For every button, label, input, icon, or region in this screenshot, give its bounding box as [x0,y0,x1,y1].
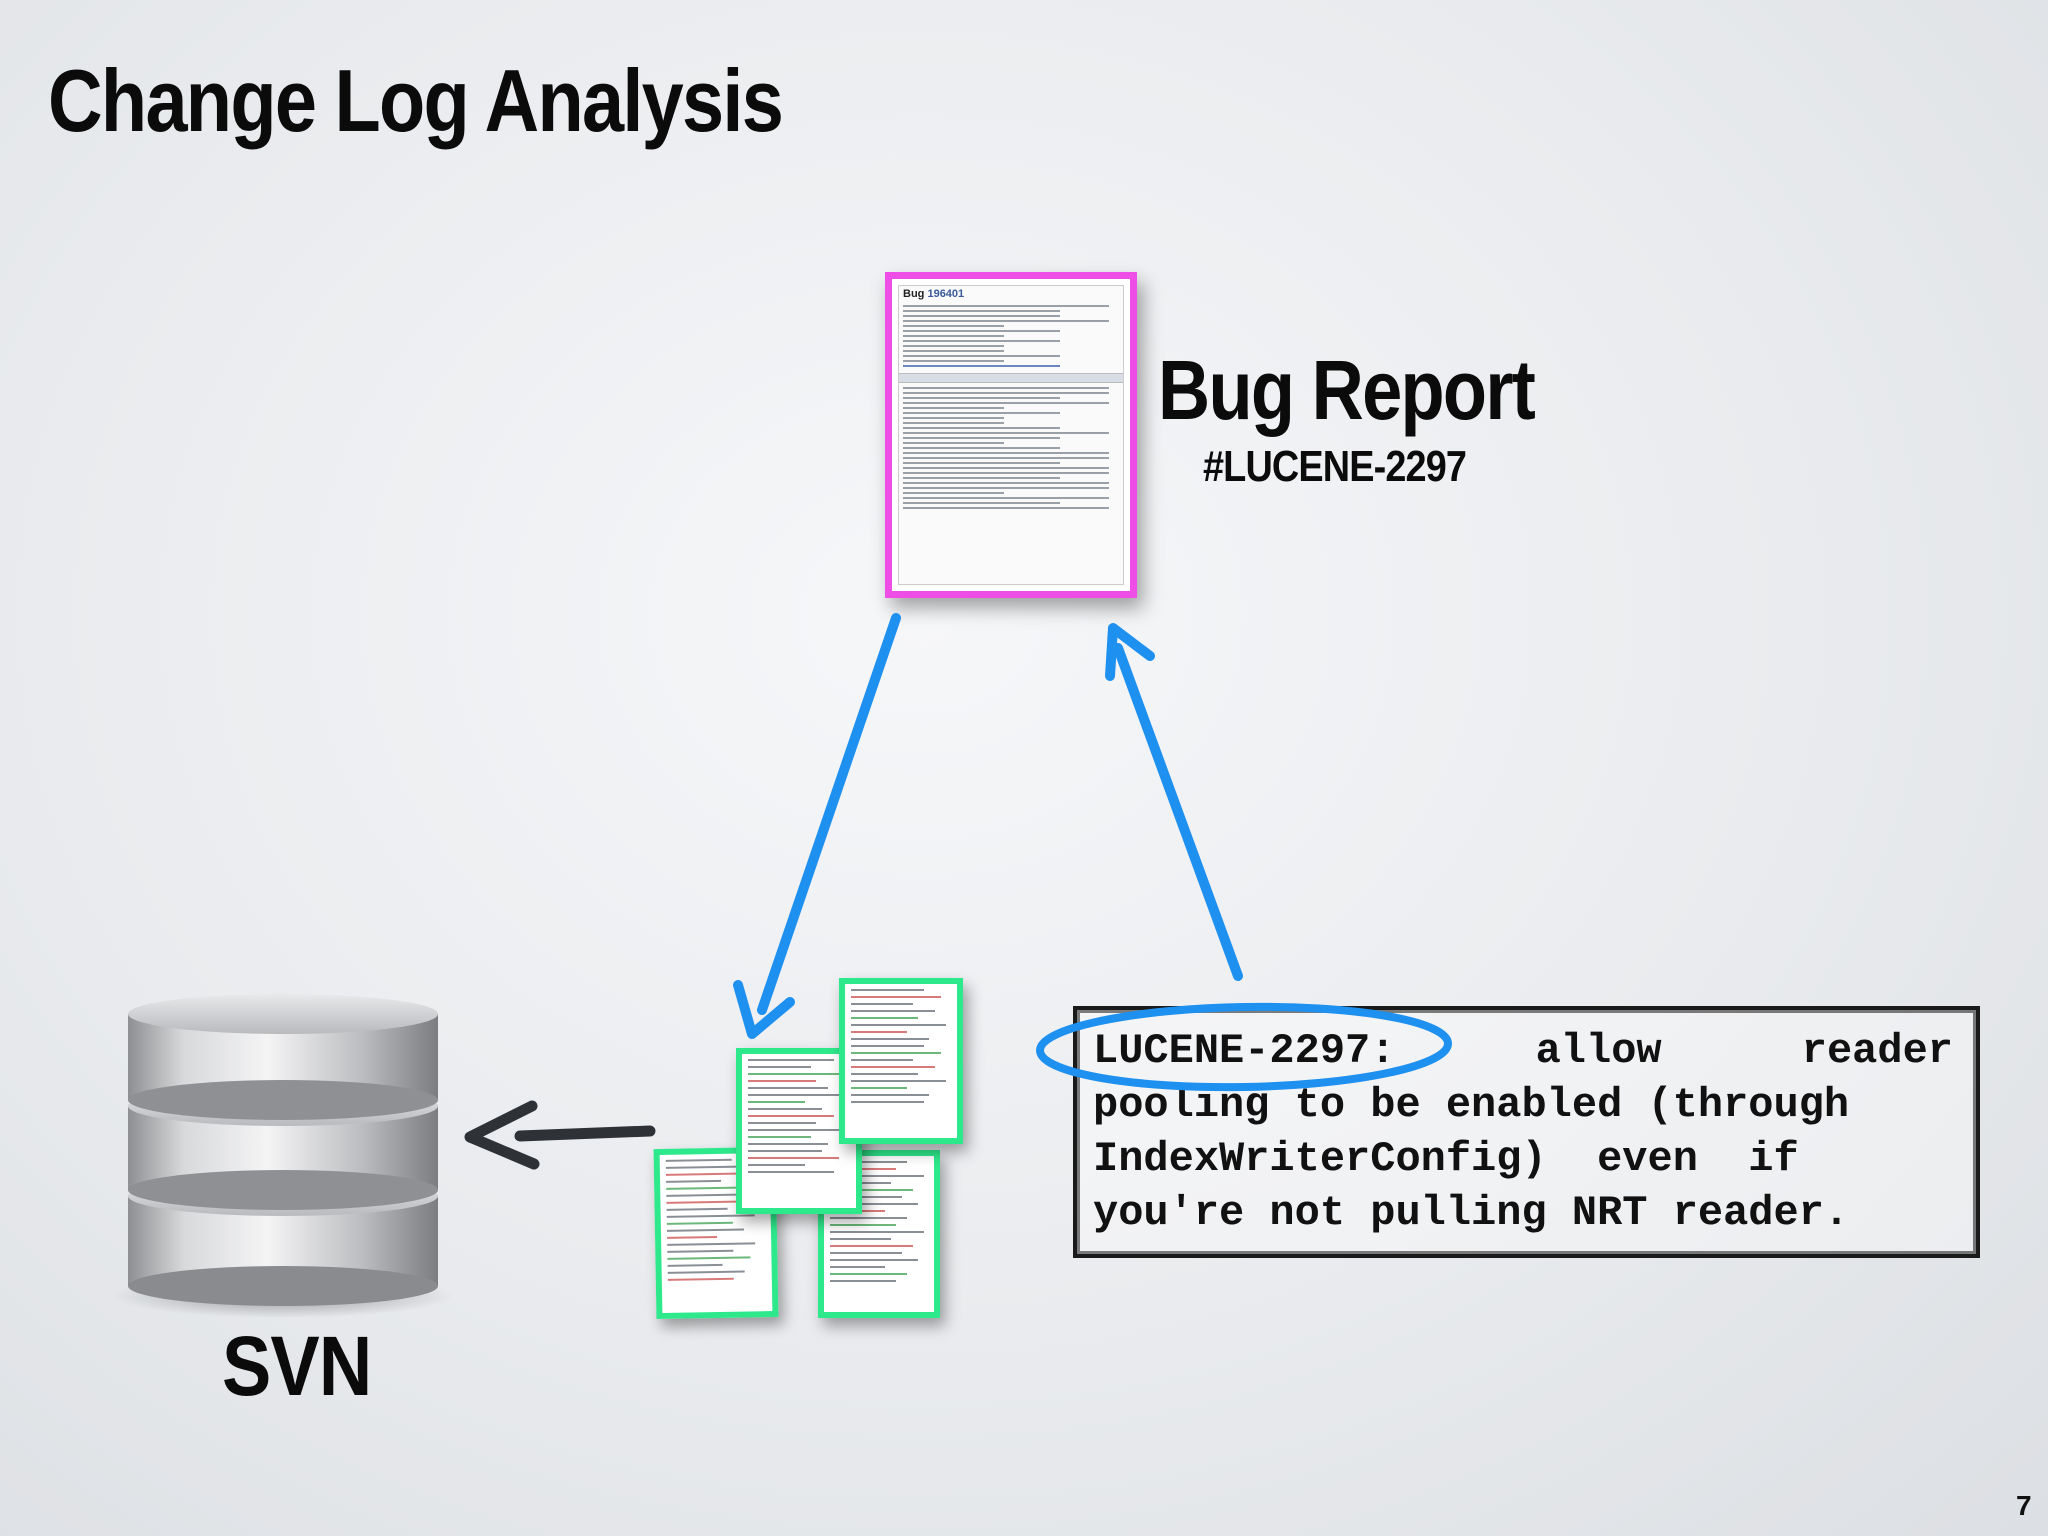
bug-report-thumbnail: Bug 196401 [885,272,1137,598]
bug-report-label: Bug Report [1158,343,1536,437]
bug-report-id: #LUCENE-2297 [1203,442,1467,491]
database-icon [113,994,453,1318]
commit-line-3: IndexWriterConfig) even if [1093,1135,1799,1183]
commit-line-1: LUCENE-2297: allow reader [1093,1024,1953,1078]
svn-label: SVN [222,1319,372,1413]
commit-message-text: LUCENE-2297: allow reader pooling to be … [1093,1024,1953,1240]
bug-report-thumbnail-header: Bug 196401 [899,286,1123,302]
arrow-commit-to-bug [1105,623,1243,981]
page-number: 7 [2016,1490,2032,1521]
bug-report-thumbnail-number: 196401 [927,288,965,300]
patch-page-top [839,978,963,1144]
commit-issue-key: LUCENE-2297: [1093,1027,1396,1075]
patch-page-back-right [818,1150,940,1318]
commit-message-box: LUCENE-2297: allow reader pooling to be … [1073,1006,1980,1258]
bug-report-thumbnail-prefix: Bug [903,288,925,300]
arrow-bug-to-code [733,613,901,1039]
arrow-to-svn [464,1100,656,1170]
commit-line-2: pooling to be enabled (through [1093,1081,1850,1129]
commit-word-allow: allow [1535,1027,1662,1075]
slide-title: Change Log Analysis [48,51,784,150]
commit-line-4: you're not pulling NRT reader. [1093,1189,1850,1237]
commit-word-reader: reader [1801,1027,1953,1075]
